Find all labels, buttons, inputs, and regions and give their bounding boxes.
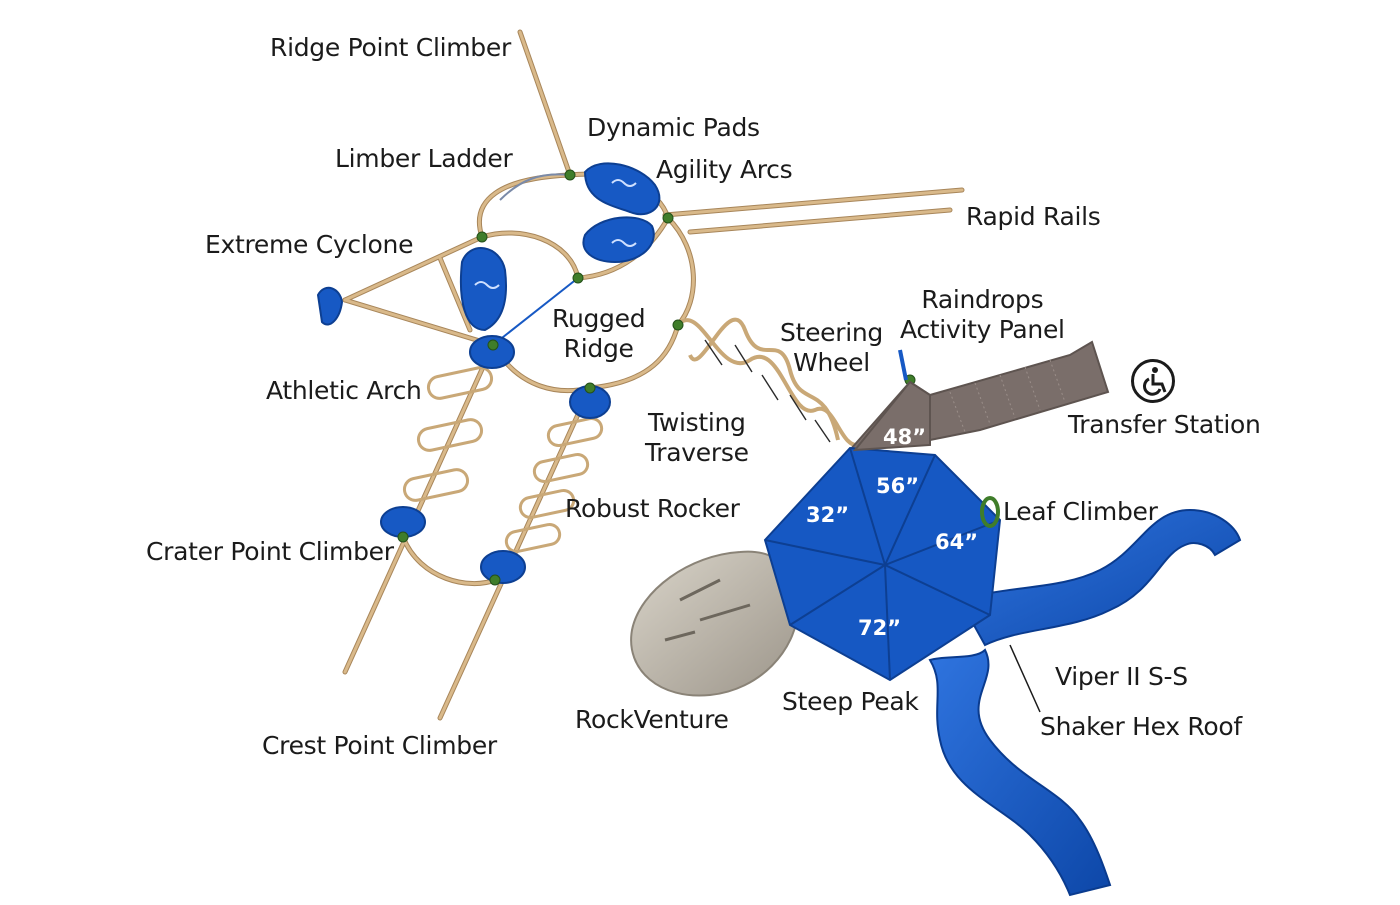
label-extreme-cyclone: Extreme Cyclone <box>205 230 414 259</box>
label-athletic-arch: Athletic Arch <box>266 376 422 405</box>
label-rapid-rails: Rapid Rails <box>966 202 1101 231</box>
label-limber-ladder: Limber Ladder <box>335 144 513 173</box>
label-ridge-point-climber: Ridge Point Climber <box>270 33 511 62</box>
label-rockventure: RockVenture <box>575 705 729 734</box>
label-transfer-station: Transfer Station <box>1068 410 1261 439</box>
rugged-ridge-line <box>492 277 579 346</box>
deck-height-32: 32” <box>806 503 850 527</box>
label-steering-wheel: Steering Wheel <box>780 318 883 377</box>
rockventure-rock <box>630 550 800 697</box>
shaker-hex-roof <box>763 380 1002 682</box>
limber-ladder-cable <box>499 173 571 201</box>
label-leaf-climber: Leaf Climber <box>1003 497 1158 526</box>
label-dynamic-pads: Dynamic Pads <box>587 113 760 142</box>
wheelchair-accessibility-icon <box>1131 359 1175 403</box>
label-shaker-hex-roof: Shaker Hex Roof <box>1040 712 1242 741</box>
label-twisting-traverse: Twisting Traverse <box>645 408 749 467</box>
label-crest-point-climber: Crest Point Climber <box>262 731 497 760</box>
twisting-traverse-helix <box>676 317 861 448</box>
deck-height-64: 64” <box>935 530 979 554</box>
leaf-climber <box>980 496 1000 528</box>
label-steep-peak: Steep Peak <box>782 687 919 716</box>
deck-height-72: 72” <box>858 616 902 640</box>
robust-rocker-loops <box>504 416 604 554</box>
deck-height-56: 56” <box>876 474 920 498</box>
athletic-arch-loops <box>402 366 494 502</box>
shaker-hex-roof-leader <box>1009 644 1041 713</box>
label-rugged-ridge: Rugged Ridge <box>552 304 646 363</box>
label-viper-ii-s-s: Viper II S-S <box>1055 662 1188 691</box>
label-crater-point-climber: Crater Point Climber <box>146 537 394 566</box>
label-robust-rocker: Robust Rocker <box>565 494 740 523</box>
viper-slides <box>928 508 1242 897</box>
label-agility-arcs: Agility Arcs <box>656 155 793 184</box>
deck-height-48: 48” <box>883 425 927 449</box>
connectors <box>397 169 916 586</box>
label-raindrops-activity-panel: Raindrops Activity Panel <box>900 285 1065 344</box>
